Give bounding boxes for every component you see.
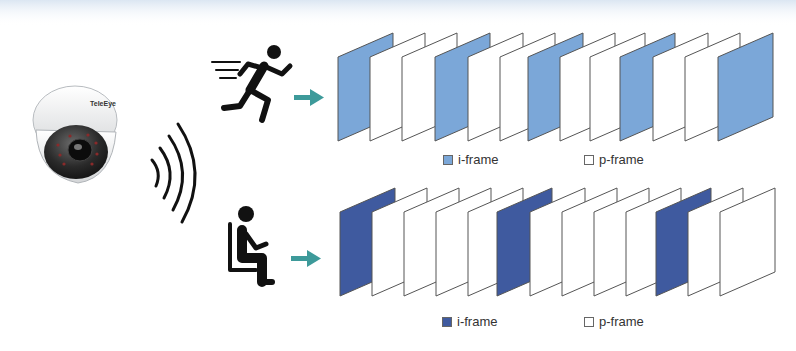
brand-label: TeleEye bbox=[90, 100, 116, 107]
arrow bbox=[294, 89, 324, 106]
wireless-waves bbox=[152, 124, 195, 222]
legend-swatch bbox=[584, 155, 594, 165]
running-figure bbox=[212, 45, 290, 120]
legend-swatch bbox=[443, 155, 453, 165]
arrow bbox=[291, 250, 321, 267]
background-tint bbox=[0, 0, 796, 26]
legend-item: i-frame bbox=[443, 152, 498, 167]
dome-camera bbox=[33, 86, 117, 183]
legend-text: i-frame bbox=[458, 152, 498, 167]
legend-item: i-frame bbox=[442, 314, 497, 329]
legend-swatch bbox=[442, 317, 452, 327]
legend-text: i-frame bbox=[457, 314, 497, 329]
p-frame bbox=[720, 188, 775, 296]
sitting-figure bbox=[230, 206, 272, 282]
legend-item: p-frame bbox=[584, 152, 644, 167]
legend-item: p-frame bbox=[584, 314, 644, 329]
legend-text: p-frame bbox=[599, 152, 644, 167]
i-frame bbox=[718, 33, 773, 141]
legend-text: p-frame bbox=[599, 314, 644, 329]
legend-swatch bbox=[584, 317, 594, 327]
